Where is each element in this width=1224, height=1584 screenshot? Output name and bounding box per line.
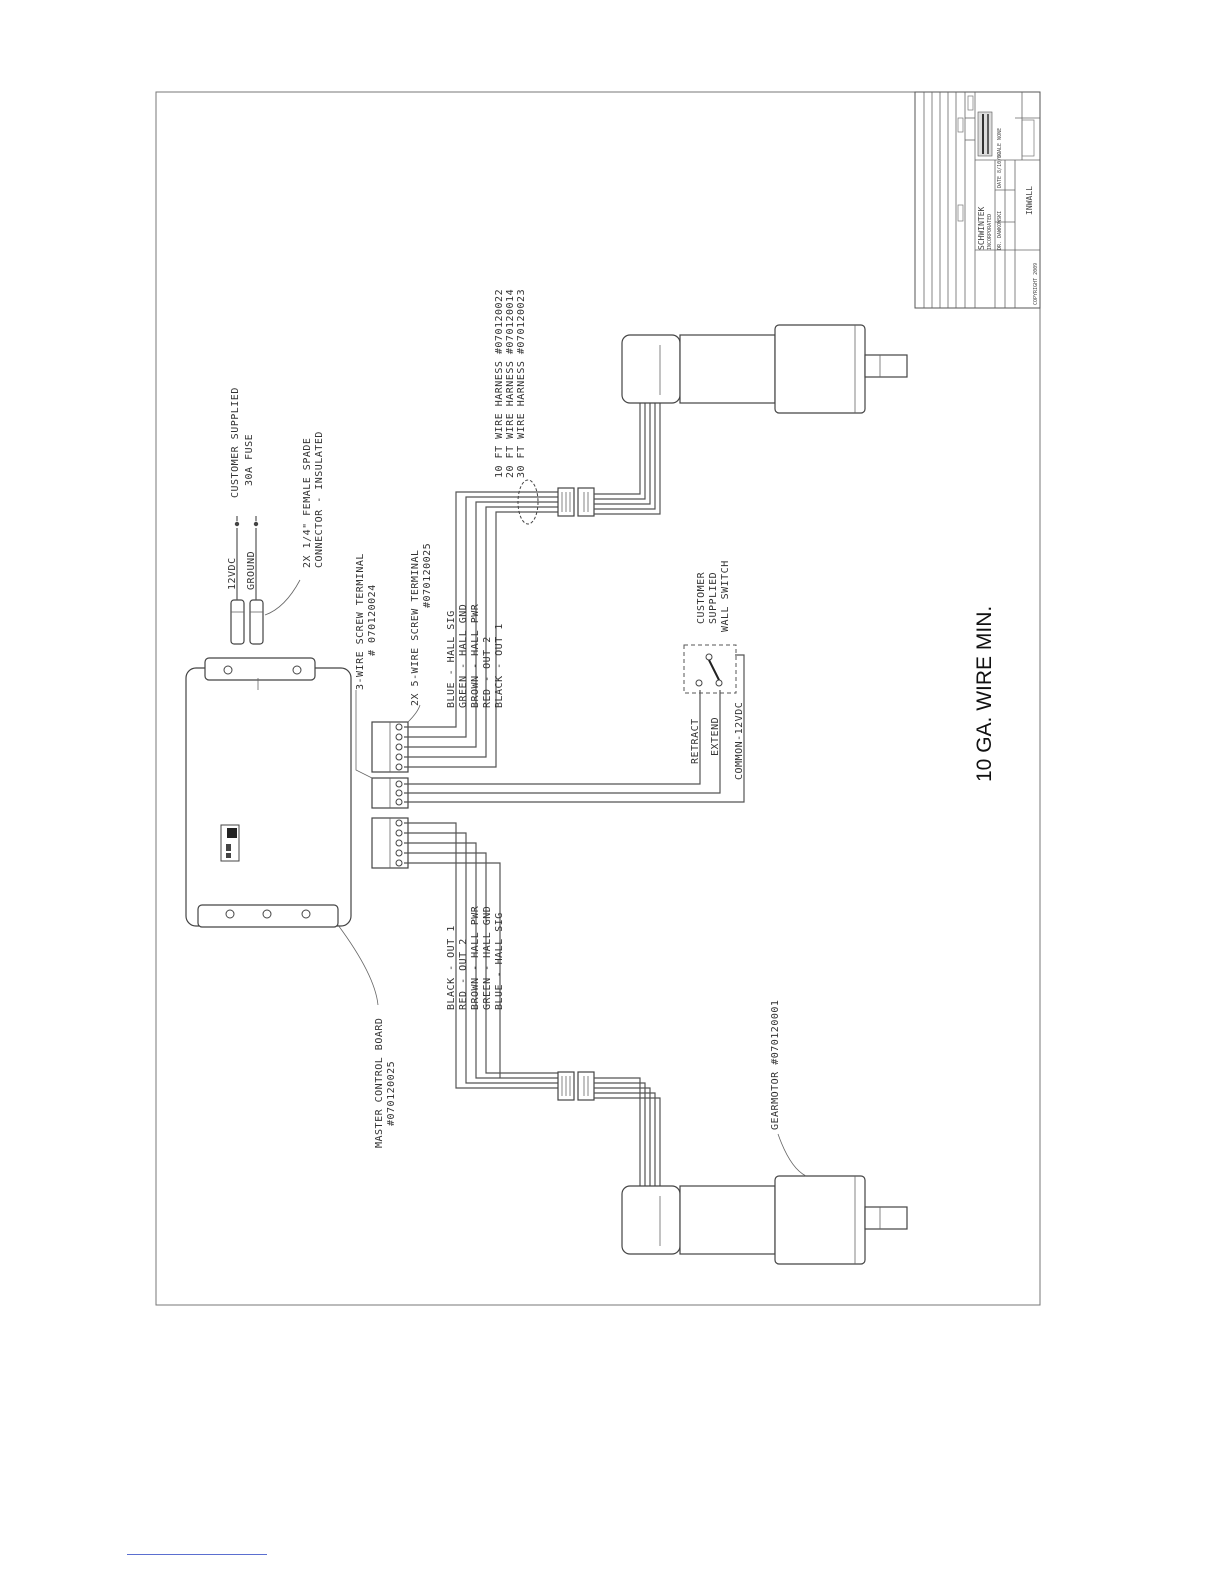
label-master-board-1: MASTER CONTROL BOARD [374, 1018, 385, 1148]
title-incorporated: INCORPORATED [987, 214, 993, 250]
label-3wire-terminal-1: 3-WIRE SCREW TERMINAL [355, 553, 366, 690]
master-control-board [185, 657, 379, 1006]
label-bottom-wire-2: RED - OUT 2 [458, 938, 469, 1010]
label-top-wire-5: BLACK - OUT 1 [494, 623, 505, 708]
label-spade-connector-1: 2X 1/4" FEMALE SPADE [302, 438, 313, 568]
switch-wires [404, 654, 745, 803]
label-master-board-2: #070120025 [386, 1061, 397, 1126]
terminal-5wire-top [371, 721, 409, 773]
terminal-3wire [371, 777, 409, 809]
wall-switch [683, 644, 737, 694]
label-extend: EXTEND [710, 717, 721, 756]
label-top-wire-4: RED - OUT 2 [482, 636, 493, 708]
label-3wire-terminal-2: # 070120024 [367, 584, 378, 656]
label-ground: GROUND [246, 551, 257, 590]
company-logo [977, 111, 993, 157]
label-bottom-wire-1: BLACK - OUT 1 [446, 925, 457, 1010]
label-top-wire-3: BROWN - HALL PWR [470, 603, 481, 708]
label-top-wire-2: GREEN - HALL GND [458, 604, 469, 708]
label-harness-30: 30 FT WIRE HARNESS #070120023 [516, 289, 527, 478]
label-12vdc: 12VDC [227, 557, 238, 590]
label-fuse-rating: 30A FUSE [244, 434, 255, 486]
title-block: SCHWINTEK INCORPORATED DR. DAWKOWSKI DAT… [914, 91, 1041, 309]
label-harness-20: 20 FT WIRE HARNESS #070120014 [505, 289, 516, 478]
power-input [230, 516, 301, 645]
title-date: DATE 8/10/09 [997, 152, 1003, 188]
title-name: INWALL [1025, 186, 1034, 215]
label-bottom-wire-4: GREEN - HALL GND [482, 906, 493, 1010]
title-drawn-by: DR. DAWKOWSKI [997, 211, 1003, 250]
label-bottom-wire-5: BLUE - HALL SIG [494, 912, 505, 1010]
label-switch-1: CUSTOMER [696, 571, 707, 624]
label-customer-supplied-fuse: CUSTOMER SUPPLIED [230, 387, 241, 498]
top-gearmotor [621, 324, 908, 414]
title-company: SCHWINTEK [977, 206, 986, 250]
label-gearmotor: GEARMOTOR #070120001 [770, 1000, 781, 1130]
note-wire-min: 10 GA. WIRE MIN. [973, 606, 996, 782]
label-spade-connector-2: CONNECTOR - INSULATED [314, 431, 325, 568]
footnote-separator [127, 1554, 267, 1555]
title-copyright: COPYRIGHT 2009 [1033, 263, 1039, 305]
label-common: COMMON-12VDC [734, 702, 745, 780]
bottom-gearmotor [621, 1133, 908, 1265]
label-top-wire-1: BLUE - HALL SIG [446, 610, 457, 708]
title-scale: SCALE NONE [997, 128, 1003, 158]
bottom-harness-wires [404, 822, 661, 1200]
label-5wire-terminal-2: #070120025 [422, 543, 433, 608]
label-retract: RETRACT [690, 718, 701, 764]
label-harness-10: 10 FT WIRE HARNESS #070120022 [494, 289, 505, 478]
top-harness-wires [404, 390, 661, 768]
label-switch-2: SUPPLIED [708, 572, 719, 624]
label-bottom-wire-3: BROWN - HALL PWR [470, 905, 481, 1010]
terminal-5wire-bottom [371, 817, 409, 869]
label-switch-3: WALL SWITCH [720, 560, 731, 632]
drawing-border [155, 91, 1041, 1306]
label-5wire-terminal-1: 2X 5-WIRE SCREW TERMINAL [410, 550, 421, 707]
